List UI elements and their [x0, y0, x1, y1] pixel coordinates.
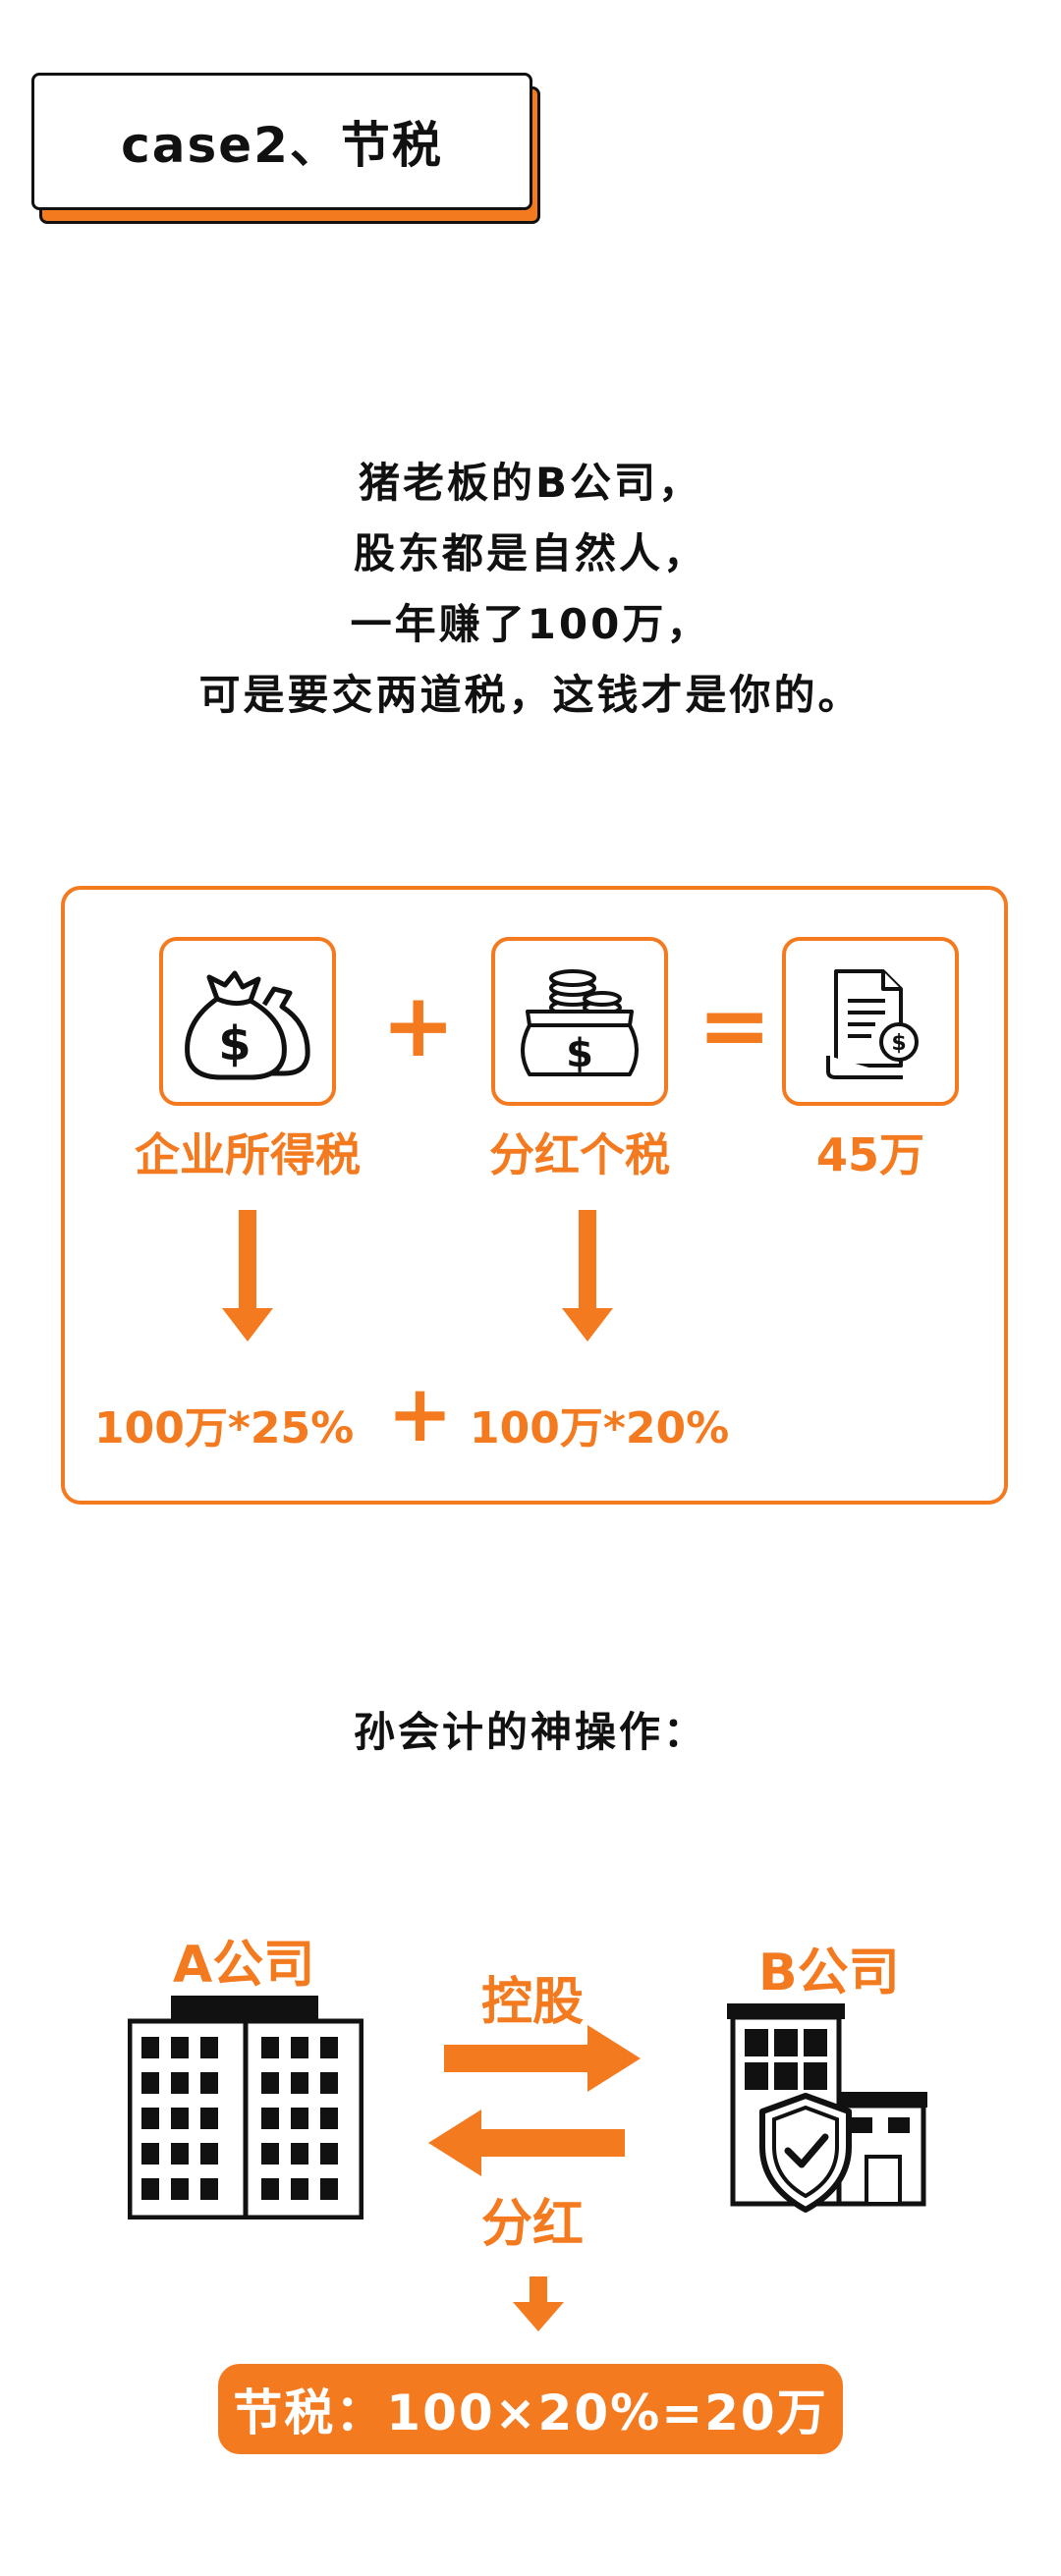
- subheading: 孙会计的神操作：: [353, 1708, 707, 1756]
- tax-saving-result: 节税：100×20%=20万: [218, 2364, 843, 2454]
- tax-document-icon-box: $: [782, 937, 959, 1106]
- arrow-label-dividend: 分红: [481, 2195, 585, 2254]
- company-b-label: B公司: [758, 1944, 900, 2002]
- intro-line-1: 猪老板的B公司，: [358, 459, 702, 507]
- label-corporate-income-tax: 企业所得税: [135, 1128, 361, 1181]
- down-arrow-icon: [562, 1210, 613, 1342]
- left-arrow-icon: [428, 2110, 625, 2176]
- calc-corporate: 100万*25%: [94, 1403, 355, 1453]
- intro-line-4: 可是要交两道税，这钱才是你的。: [198, 671, 863, 719]
- money-bags-icon: $: [185, 970, 310, 1080]
- right-arrow-icon: [444, 2025, 641, 2092]
- office-building-icon: [128, 1996, 363, 2220]
- svg-text:$: $: [891, 1031, 906, 1056]
- coin-bag-icon-box: $: [491, 937, 668, 1106]
- arrow-label-holding: 控股: [481, 1973, 585, 2032]
- calc-plus-sign: +: [387, 1368, 454, 1459]
- down-arrow-icon: [513, 2276, 564, 2331]
- section-title: case2、节税: [121, 117, 443, 174]
- down-arrow-icon: [222, 1210, 273, 1342]
- company-a-label: A公司: [173, 1936, 315, 1995]
- equals-sign: =: [698, 974, 772, 1077]
- label-dividend-tax: 分红个税: [489, 1128, 670, 1181]
- plus-sign: +: [381, 974, 456, 1077]
- tax-formula-panel: [61, 886, 1008, 1505]
- svg-text:$: $: [566, 1031, 593, 1076]
- intro-line-3: 一年赚了100万，: [350, 600, 711, 648]
- intro-line-2: 股东都是自然人，: [353, 529, 707, 577]
- tax-saving-text: 节税：100×20%=20万: [233, 2384, 828, 2441]
- secure-building-icon: [727, 2003, 927, 2213]
- tax-document-icon: $: [826, 969, 919, 1079]
- label-total-tax: 45万: [815, 1128, 924, 1181]
- title-tag: case2、节税: [31, 73, 532, 210]
- money-bags-icon-box: $: [159, 937, 336, 1106]
- coin-bag-icon: $: [521, 969, 639, 1076]
- calc-dividend: 100万*20%: [470, 1403, 730, 1453]
- svg-text:$: $: [218, 1016, 251, 1071]
